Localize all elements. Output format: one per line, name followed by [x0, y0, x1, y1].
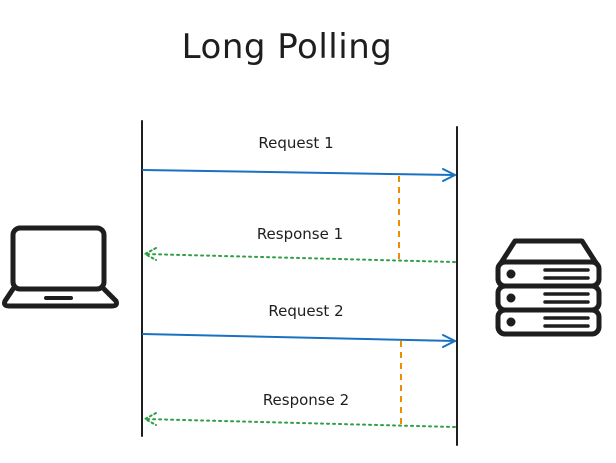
server-rack-icon — [495, 238, 602, 337]
request-1-label: Request 1 — [258, 134, 333, 152]
request-2-label: Request 2 — [268, 302, 343, 320]
response-1-label: Response 1 — [257, 225, 343, 243]
request-2-arrow — [142, 333, 456, 348]
request-1-arrow — [142, 168, 456, 182]
response-1-arrow — [144, 247, 456, 263]
laptop-icon — [2, 225, 119, 309]
diagram-title: Long Polling — [182, 27, 393, 67]
response-2-arrow — [144, 412, 456, 428]
response-2-label: Response 2 — [263, 391, 349, 409]
